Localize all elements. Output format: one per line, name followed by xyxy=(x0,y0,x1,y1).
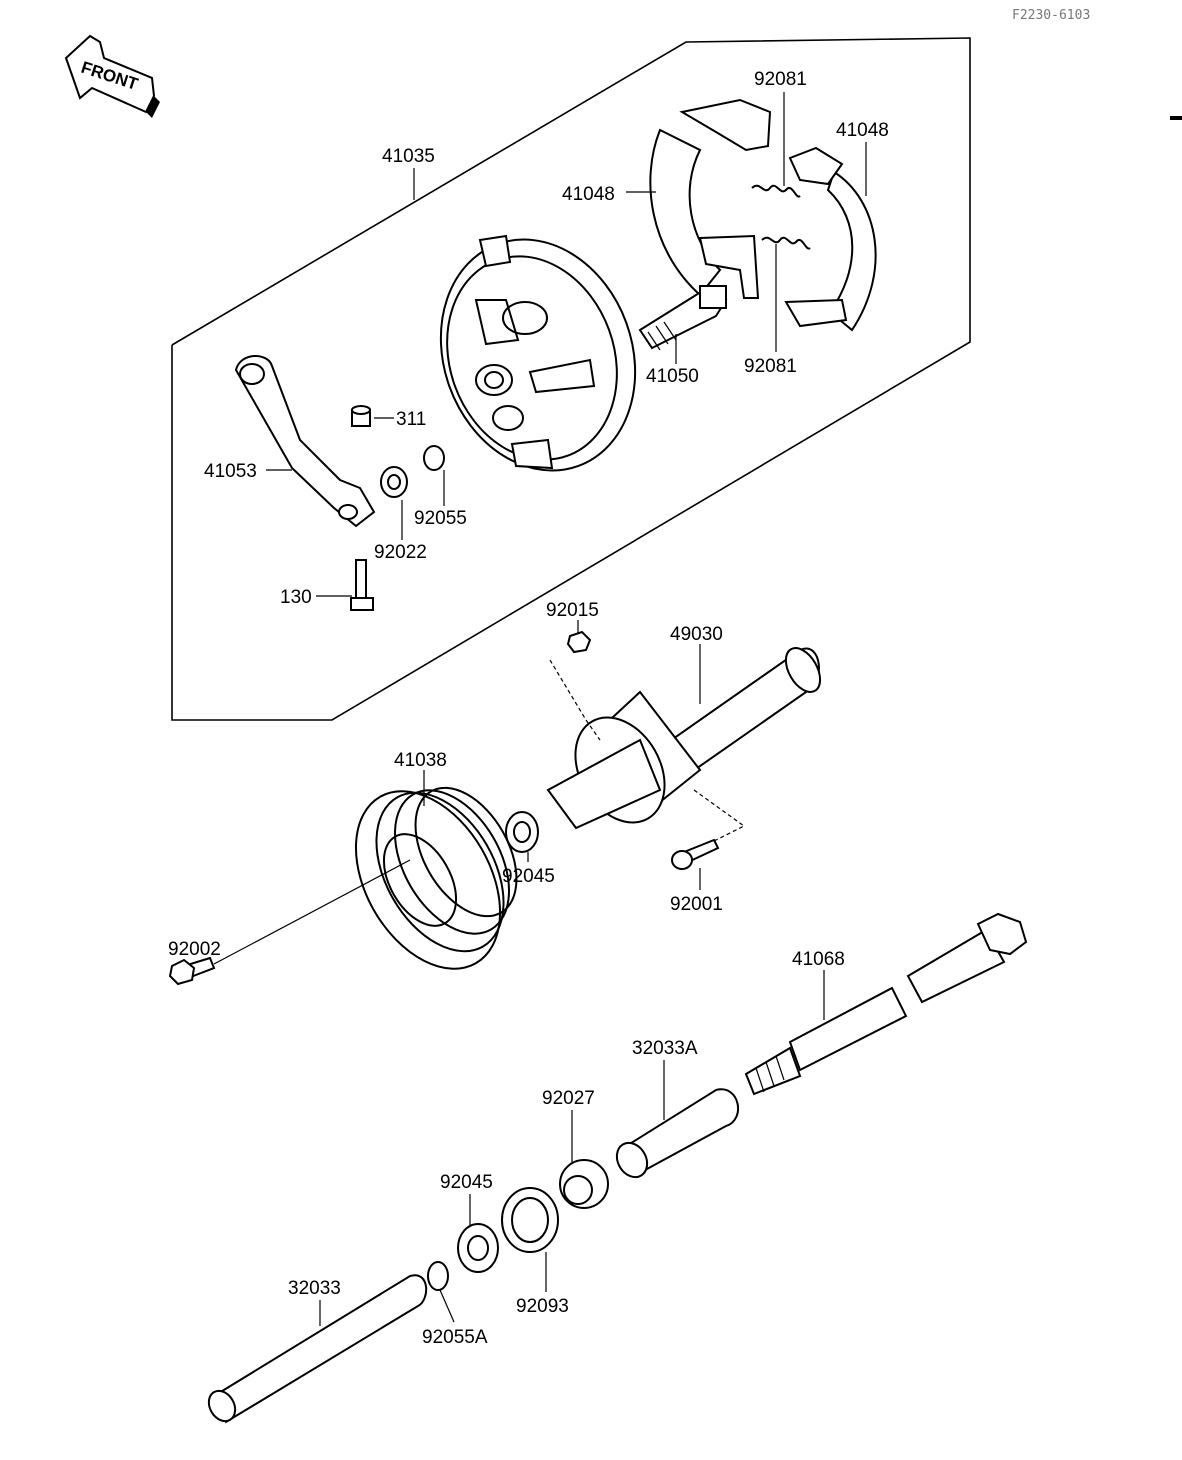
label-41048-left: 41048 xyxy=(562,184,615,205)
label-41053: 41053 xyxy=(204,461,257,482)
label-92055A: 92055A xyxy=(422,1327,488,1348)
label-92045-upper: 92045 xyxy=(502,866,555,887)
label-92022: 92022 xyxy=(374,542,427,563)
label-92001: 92001 xyxy=(670,894,723,915)
label-92002: 92002 xyxy=(168,939,221,960)
bolt-92002 xyxy=(168,956,216,986)
nut-311 xyxy=(351,405,371,427)
label-130: 130 xyxy=(280,587,312,608)
label-32033A: 32033A xyxy=(632,1038,698,1059)
axle-41068 xyxy=(744,912,1028,1096)
label-92015: 92015 xyxy=(546,600,599,621)
seal-92093 xyxy=(501,1187,559,1253)
bearing-92045-upper xyxy=(505,811,539,853)
label-41035: 41035 xyxy=(382,146,435,167)
washer-92022 xyxy=(380,466,408,498)
brake-cam xyxy=(638,285,728,351)
label-92027: 92027 xyxy=(542,1088,595,1109)
label-41050: 41050 xyxy=(646,366,699,387)
nut-92015 xyxy=(566,630,592,654)
edge-mark xyxy=(1170,116,1182,120)
spring-top xyxy=(751,184,801,198)
label-92081-bottom: 92081 xyxy=(744,356,797,377)
leader-lines xyxy=(213,92,867,1326)
assembly-outline xyxy=(171,37,971,721)
label-311: 311 xyxy=(396,409,426,430)
diagram-code: F2230-6103 xyxy=(1012,8,1090,23)
callout-labels: 41035 41048 92081 41048 41050 92081 311 … xyxy=(168,69,889,1348)
label-92093: 92093 xyxy=(516,1296,569,1317)
label-49030: 49030 xyxy=(670,624,723,645)
label-92081-top: 92081 xyxy=(754,69,807,90)
axle-sleeve xyxy=(546,647,822,830)
ring-92055A xyxy=(427,1261,449,1291)
brake-shoe-right xyxy=(784,146,877,332)
label-92055: 92055 xyxy=(414,508,467,529)
collar-92027 xyxy=(559,1159,609,1209)
bearing-92045-lower xyxy=(457,1223,499,1273)
label-41068: 41068 xyxy=(792,949,845,970)
brake-shoe-left xyxy=(649,98,772,299)
front-arrow-icon: FRONT xyxy=(64,34,160,118)
label-92045-lower: 92045 xyxy=(440,1172,493,1193)
spring-bottom xyxy=(761,236,811,250)
brake-panel xyxy=(439,234,637,472)
bolt-92001 xyxy=(671,838,720,870)
brake-lever xyxy=(234,355,376,528)
brake-drum xyxy=(354,786,518,970)
ring-92055 xyxy=(423,445,445,471)
label-41048-right: 41048 xyxy=(836,120,889,141)
label-41038: 41038 xyxy=(394,750,447,771)
spacer-32033A xyxy=(615,1088,740,1179)
spacer-32033 xyxy=(207,1274,428,1424)
label-32033: 32033 xyxy=(288,1278,341,1299)
bolt-130 xyxy=(350,559,374,611)
